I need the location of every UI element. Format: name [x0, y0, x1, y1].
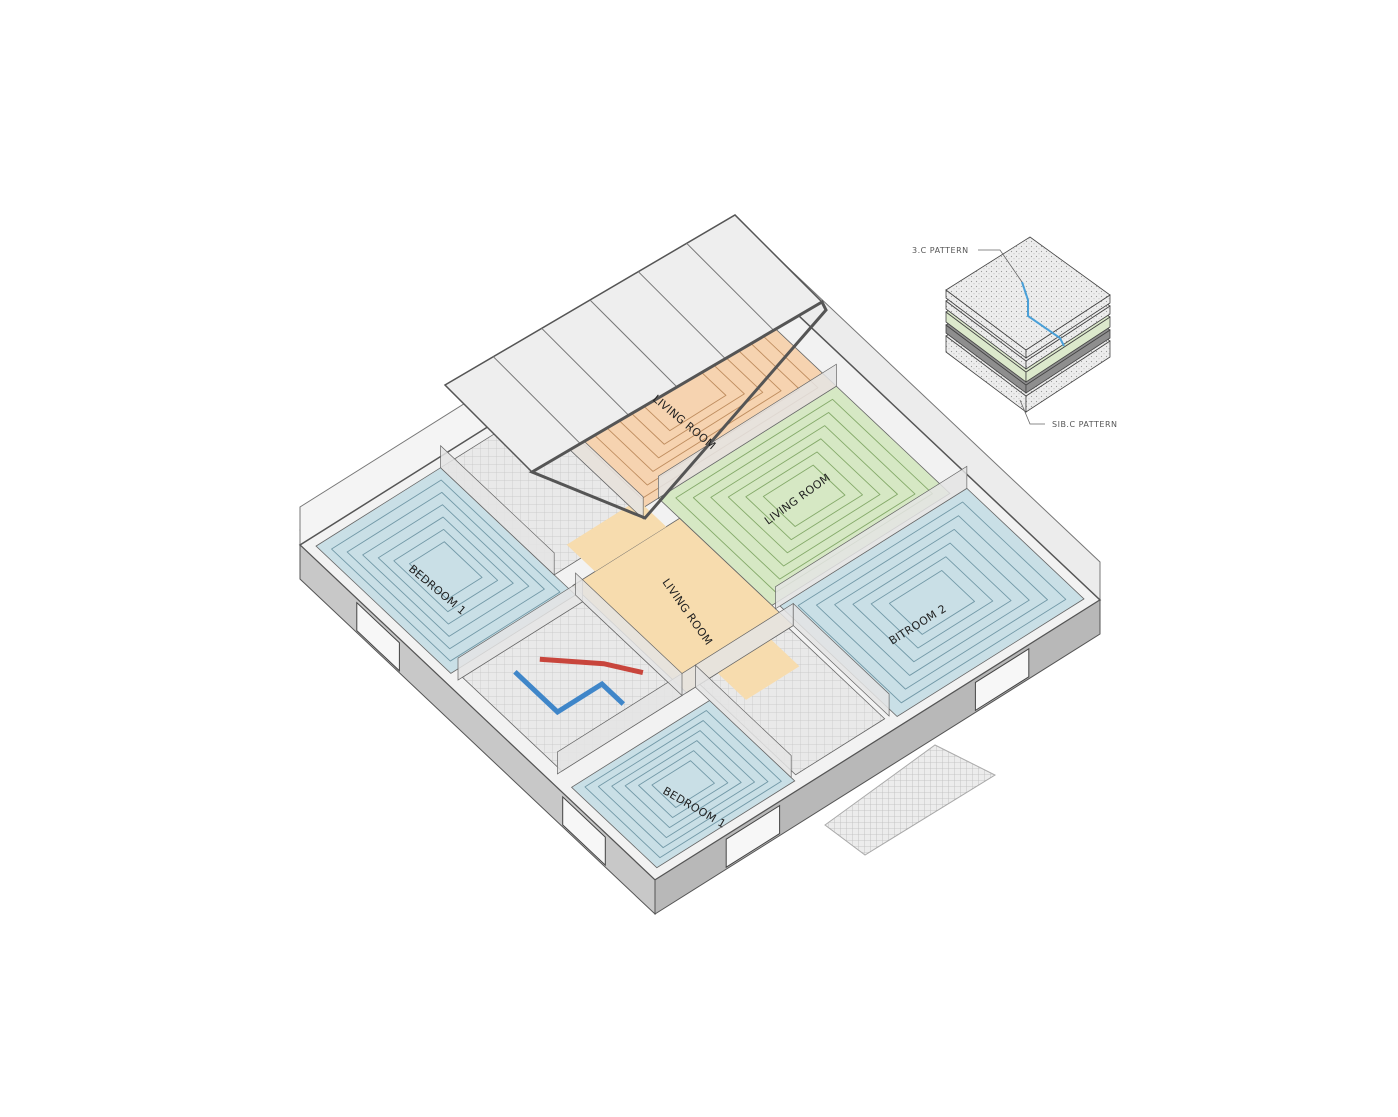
heating-loop: [584, 710, 782, 859]
legend-label-top: 3.C PATTERN: [912, 246, 969, 255]
cold-water-pipe: [513, 669, 626, 716]
roof-support-frame: [528, 299, 828, 520]
interior-wall: [792, 602, 890, 717]
heating-loop: [815, 515, 1048, 690]
skylight-mullion: [637, 271, 726, 360]
skylight-mullion: [686, 242, 775, 331]
interior-wall: [694, 664, 792, 779]
heating-pipe-line: [1021, 281, 1065, 347]
layer-stack-illustration: [945, 236, 1111, 413]
terrace-bottom-right: [824, 744, 997, 856]
heating-loop: [393, 528, 499, 613]
interior-wall: [775, 465, 968, 610]
heating-loop: [834, 528, 1030, 676]
heating-loop: [692, 412, 916, 580]
skylight-mullion: [541, 327, 630, 416]
heating-loop: [797, 501, 1067, 704]
legend-label-bottom: SIB.C PATTERN: [1052, 420, 1118, 429]
heating-loop: [762, 464, 846, 527]
heating-loop: [597, 720, 769, 849]
bedroom-bottom: [570, 699, 796, 869]
leader-line-bottom: [1019, 399, 1045, 425]
heating-loop: [331, 479, 561, 662]
heating-loop: [624, 740, 742, 829]
heating-loop: [408, 541, 483, 600]
interior-wall: [575, 572, 683, 697]
living-room-center-arm: [717, 639, 800, 700]
hot-water-pipe: [539, 656, 644, 676]
skylight-mullion: [492, 356, 581, 445]
legend-layer-top: [945, 236, 1111, 351]
heating-loop: [377, 516, 514, 625]
floor-layer-legend: 3.C PATTERN SIB.C PATTERN: [912, 236, 1118, 429]
heating-loop: [362, 504, 530, 637]
interior-wall: [440, 444, 555, 576]
heating-loop: [346, 491, 545, 650]
heating-loop: [852, 542, 1012, 663]
heating-loop: [710, 425, 898, 567]
window: [974, 647, 1030, 712]
roof-panel: [443, 214, 828, 520]
leader-line-top: [978, 249, 1023, 283]
heating-loop: [651, 760, 715, 808]
window: [356, 601, 400, 672]
skylight-mullion: [589, 299, 678, 388]
window: [725, 804, 781, 869]
interior-wall: [657, 363, 837, 499]
heating-loop: [745, 451, 863, 541]
heating-loop: [611, 730, 756, 839]
heating-loop: [727, 438, 881, 554]
heating-loop: [638, 750, 729, 818]
heating-loop: [870, 556, 994, 649]
window: [562, 795, 606, 867]
heating-loop: [888, 570, 975, 635]
front-walls: [299, 363, 1101, 916]
